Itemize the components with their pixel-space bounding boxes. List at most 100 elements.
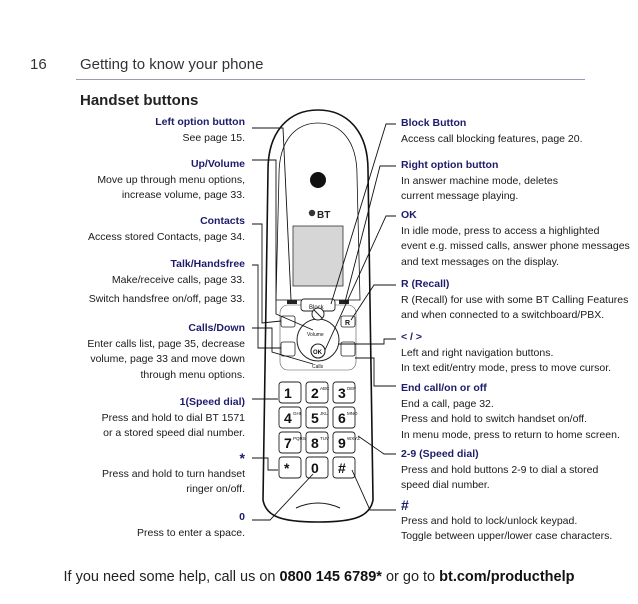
- key-digit: 7: [284, 435, 292, 451]
- calls-down-title: Calls/Down: [188, 322, 245, 334]
- right-option-button: [339, 300, 349, 304]
- ok-callout: OK In idle mode, press to access a highl…: [401, 208, 630, 270]
- key-digit: 1: [284, 385, 292, 401]
- up-volume-desc-1: Move up through menu options,: [97, 173, 245, 186]
- page-number: 16: [30, 56, 47, 73]
- recall-desc-2: and when connected to a switchboard/PBX.: [401, 309, 605, 321]
- hash-callout: # Press and hold to lock/unlock keypad. …: [401, 497, 613, 545]
- bt-logo-icon: [308, 209, 316, 217]
- key-digit: *: [284, 460, 290, 476]
- header-rule: [76, 79, 585, 80]
- key-digit: 9: [338, 435, 346, 451]
- svg-text:Calls: Calls: [312, 364, 324, 370]
- left-option-desc: See page 15.: [182, 131, 245, 144]
- handset-front-panel: [275, 122, 361, 301]
- svg-text:R: R: [345, 320, 350, 327]
- display-screen: [292, 225, 344, 287]
- calls-down-desc-3: through menu options.: [140, 368, 246, 381]
- speed-dial-2-9-desc-1: Press and hold buttons 2-9 to dial a sto…: [401, 463, 599, 476]
- star-desc-2: ringer on/off.: [186, 483, 245, 495]
- nav-desc-1: Left and right navigation buttons.: [401, 346, 554, 359]
- speed-dial-1-label: 1(Speed dial) Press and hold to dial BT …: [102, 395, 245, 442]
- nav-title: < / >: [401, 331, 423, 343]
- footer-prefix: If you need some help, call us on: [63, 569, 276, 585]
- left-option-label: Left option button See page 15.: [155, 115, 245, 146]
- microphone-slot: [295, 502, 341, 509]
- speed-dial-2-9-title: 2-9 (Speed dial): [401, 448, 479, 460]
- key-0: [305, 456, 329, 479]
- calls-down-desc-2: volume, page 33 and move down: [90, 353, 245, 365]
- end-call-desc-2: Press and hold to switch handset on/off.: [401, 413, 588, 425]
- recall-title: R (Recall): [401, 278, 450, 290]
- key-star: [278, 456, 302, 479]
- contacts-button: [280, 315, 296, 328]
- speed-dial-2-9-desc-2: speed dial number.: [401, 479, 490, 491]
- key-6: [332, 406, 356, 429]
- talk-label: Talk/Handsfree Make/receive calls, page …: [89, 257, 245, 308]
- calls-down-desc-1: Enter calls list, page 35, decrease: [87, 337, 245, 350]
- key-7: [278, 431, 302, 454]
- star-title: *: [239, 450, 245, 466]
- star-desc-1: Press and hold to turn handset: [101, 467, 245, 480]
- talk-button: [280, 341, 296, 357]
- block-button-callout: Block Button Access call blocking featur…: [401, 116, 583, 147]
- footer-phone: 0800 145 6789*: [279, 569, 382, 585]
- key-letters: TUV: [320, 436, 329, 441]
- right-option-desc-1: In answer machine mode, deletes: [401, 174, 559, 187]
- key-5: [305, 406, 329, 429]
- ok-title: OK: [401, 209, 417, 221]
- speed-dial-1-desc-1: Press and hold to dial BT 1571: [101, 411, 245, 424]
- hash-desc-2: Toggle between upper/lower case characte…: [401, 530, 613, 542]
- nav-callout: < / > Left and right navigation buttons.…: [401, 330, 611, 377]
- right-option-title: Right option button: [401, 159, 499, 171]
- end-call-desc-1: End a call, page 32.: [401, 397, 494, 410]
- key-letters: ABC: [320, 386, 330, 391]
- key-digit: 2: [311, 385, 319, 401]
- zero-label: 0 Press to enter a space.: [137, 510, 245, 541]
- key-2: [305, 381, 329, 404]
- end-call-button: [340, 341, 356, 357]
- block-desc: Access call blocking features, page 20.: [401, 132, 583, 145]
- contacts-label: Contacts Access stored Contacts, page 34…: [88, 214, 245, 245]
- svg-text:OK: OK: [313, 350, 323, 356]
- recall-desc-1: R (Recall) for use with some BT Calling …: [401, 293, 629, 306]
- recall-callout: R (Recall) R (Recall) for use with some …: [401, 277, 628, 324]
- talk-title: Talk/Handsfree: [170, 258, 246, 270]
- end-call-title: End call/on or off: [401, 382, 487, 394]
- svg-text:Volume: Volume: [307, 332, 324, 338]
- key-letters: WXYZ: [347, 436, 360, 441]
- up-volume-desc-2: increase volume, page 33.: [121, 189, 245, 201]
- zero-desc: Press to enter a space.: [137, 526, 245, 539]
- star-label: * Press and hold to turn handset ringer …: [101, 450, 245, 498]
- speed-dial-1-title: 1(Speed dial): [179, 396, 245, 408]
- key-digit: 3: [338, 385, 346, 401]
- right-option-desc-2: current message playing.: [401, 190, 519, 202]
- zero-title: 0: [239, 511, 245, 523]
- key-digit: 5: [311, 410, 319, 426]
- earpiece: [310, 172, 326, 188]
- left-option-button: [287, 300, 297, 304]
- key-8: [305, 431, 329, 454]
- speed-dial-1-desc-2: or a stored speed dial number.: [103, 427, 245, 439]
- talk-desc-2: Switch handsfree on/off, page 33.: [88, 293, 245, 305]
- key-digit: 4: [284, 410, 292, 426]
- leader-lines: [252, 123, 396, 521]
- page-title: Getting to know your phone: [80, 56, 264, 73]
- ok-desc-3: and text messages on the display.: [401, 255, 559, 268]
- end-call-callout: End call/on or off End a call, page 32. …: [401, 381, 620, 443]
- section-title: Handset buttons: [80, 92, 199, 109]
- hash-title: #: [401, 497, 409, 513]
- calls-down-label: Calls/Down Enter calls list, page 35, de…: [87, 321, 245, 383]
- footer-help: If you need some help, call us on 0800 1…: [0, 569, 638, 585]
- left-option-title: Left option button: [155, 116, 245, 128]
- key-digit: 8: [311, 435, 319, 451]
- key-hash: [332, 456, 356, 479]
- footer-url[interactable]: bt.com/producthelp: [439, 569, 575, 585]
- key-3: [332, 381, 356, 404]
- up-volume-label: Up/Volume Move up through menu options, …: [97, 157, 245, 204]
- contacts-desc: Access stored Contacts, page 34.: [87, 230, 245, 243]
- key-digit: 6: [338, 410, 346, 426]
- footer-middle: or go to: [385, 569, 436, 585]
